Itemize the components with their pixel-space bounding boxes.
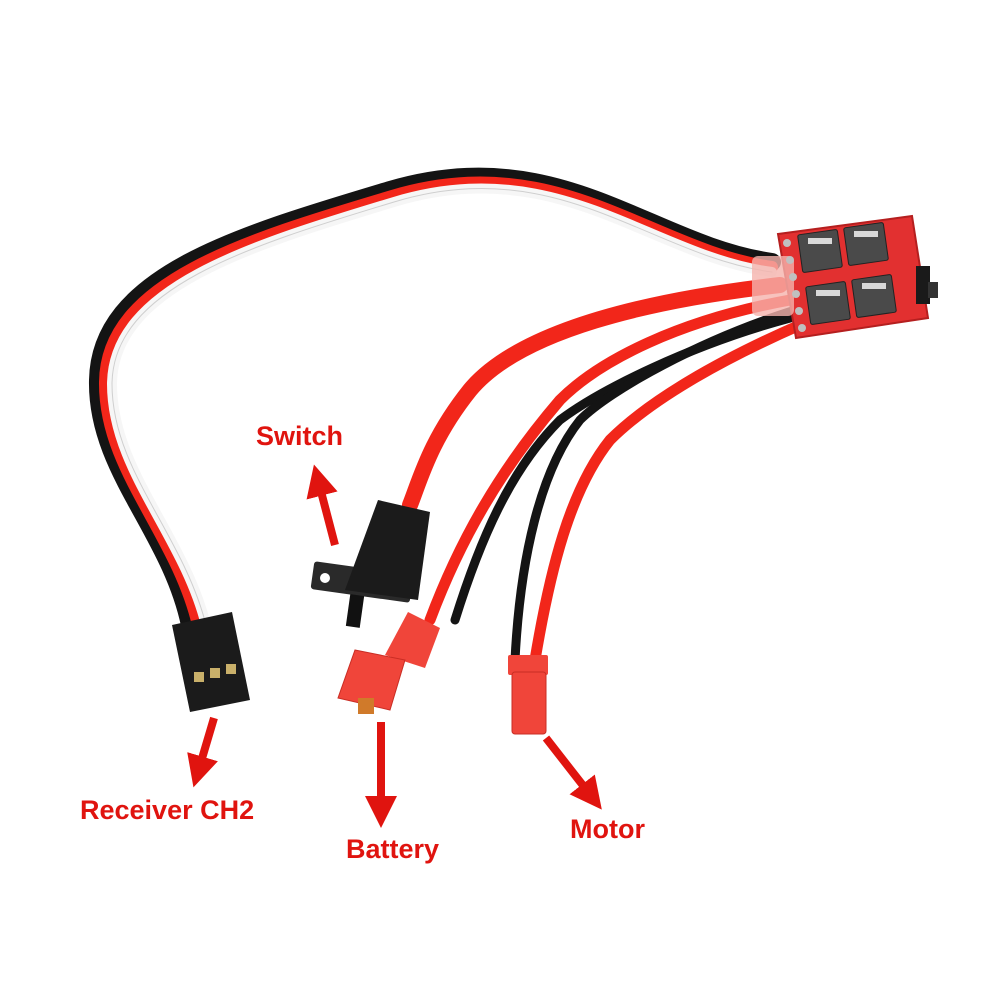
receiver-lead-wire xyxy=(88,167,781,634)
battery-jst-plug-icon xyxy=(337,612,440,714)
arrow-switch xyxy=(306,464,339,547)
servo-plug-icon xyxy=(172,612,250,712)
slide-switch-icon xyxy=(310,500,430,628)
esc-board-icon xyxy=(752,214,938,340)
battery-lead-wire xyxy=(424,294,796,626)
callout-arrows xyxy=(187,464,602,828)
motor-jst-plug-icon xyxy=(508,655,548,735)
motor-label: Motor xyxy=(570,814,645,844)
arrow-receiver xyxy=(187,716,218,788)
switch-lead-wire xyxy=(402,277,788,513)
switch-label: Switch xyxy=(256,421,344,451)
battery-label: Battery xyxy=(346,834,440,864)
motor-lead-wire xyxy=(510,305,806,666)
receiver-ch2-label: Receiver CH2 xyxy=(80,795,255,825)
arrow-motor xyxy=(542,735,602,810)
